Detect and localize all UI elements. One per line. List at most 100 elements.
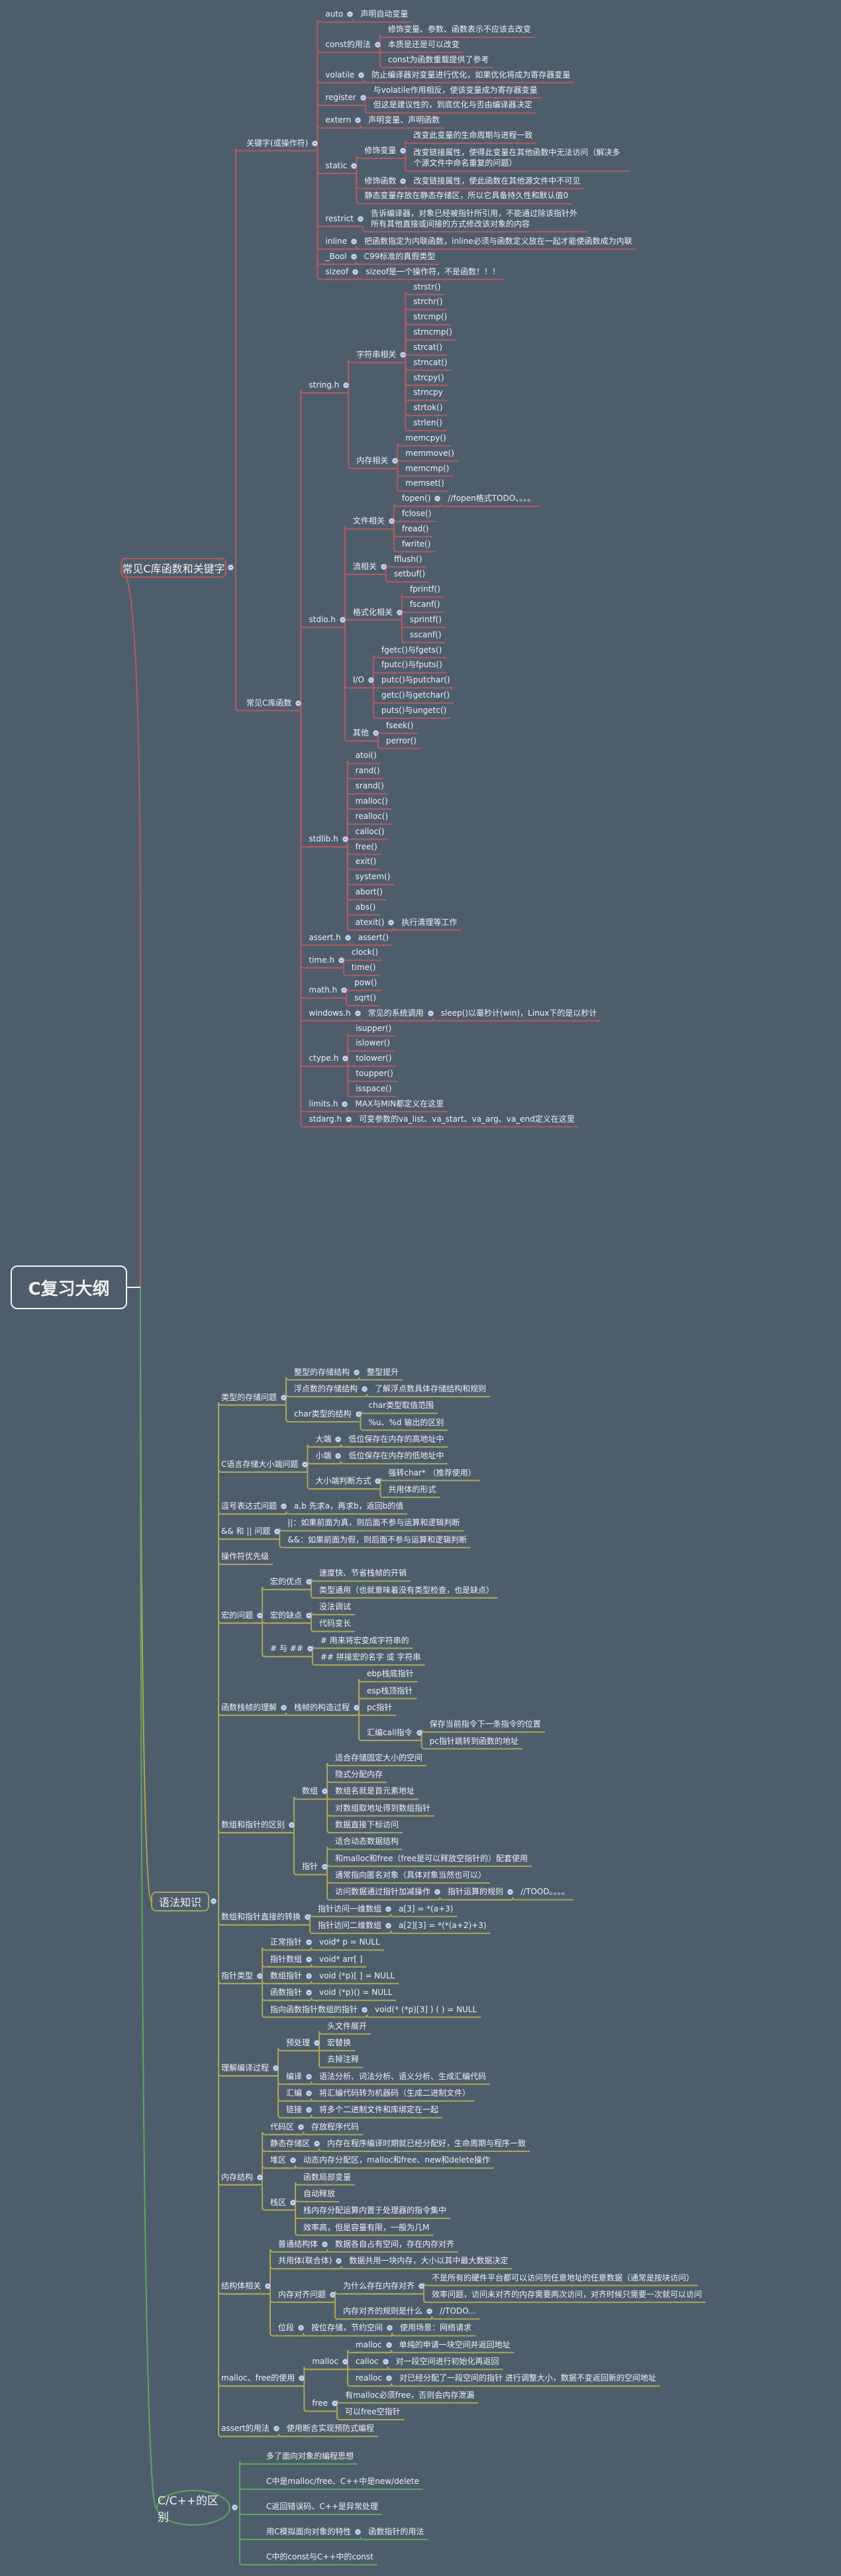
leaf-node[interactable]: 声明变量、声明函数 xyxy=(368,115,440,125)
topic-node[interactable]: 修饰函数 xyxy=(364,176,397,186)
leaf-node[interactable]: sqrt() xyxy=(354,993,377,1002)
leaf-node[interactable]: 速度快、节省栈帧的开销 xyxy=(319,1568,407,1578)
collapse-toggle-icon[interactable] xyxy=(350,238,357,244)
leaf-node[interactable]: &&：如果前面为假，则后面不参与运算和逻辑判断 xyxy=(287,1534,467,1544)
collapse-toggle-icon[interactable] xyxy=(354,1704,360,1711)
collapse-toggle-icon[interactable] xyxy=(273,2426,279,2432)
topic-node[interactable]: 访问数据通过指针加减操作 xyxy=(335,1887,431,1897)
leaf-node[interactable]: 效率高，但是容量有限，一般为几M xyxy=(303,2222,430,2232)
leaf-node[interactable]: void(* (*p)[3] ) ( ) = NULL xyxy=(375,2004,477,2014)
topic-node[interactable]: 数组 xyxy=(302,1786,319,1796)
topic-node[interactable]: 共用体(联合体) xyxy=(278,2256,332,2266)
leaf-node[interactable]: sscanf() xyxy=(409,629,442,639)
leaf-node[interactable]: fflush() xyxy=(393,554,422,564)
topic-node[interactable]: && 和 || 问题 xyxy=(221,1527,271,1536)
leaf-node[interactable]: strtok() xyxy=(413,403,443,413)
root-topic[interactable]: C复习大纲 xyxy=(11,1265,127,1309)
topic-node[interactable]: 理解编译过程 xyxy=(221,2063,270,2073)
collapse-toggle-icon[interactable] xyxy=(434,496,441,502)
leaf-node[interactable]: malloc() xyxy=(355,796,388,806)
collapse-toggle-icon[interactable] xyxy=(358,72,365,78)
topic-node[interactable]: 内存结构 xyxy=(221,2172,254,2182)
leaf-node[interactable]: 修饰变量、参数、函数表示不应该去改变 xyxy=(387,25,531,34)
leaf-node[interactable]: 效率问题，访问未对齐的内存需要两次访问，对齐时候只需要一次就可以访问 xyxy=(432,2289,703,2299)
leaf-node[interactable]: 和malloc和free（free是可以释放空指针的）配套使用 xyxy=(335,1853,528,1863)
leaf-node[interactable]: calloc() xyxy=(355,826,385,836)
leaf-node[interactable]: 对已经分配了一段空间的指针 进行调整大小，数据不变返回新的空间地址 xyxy=(399,2373,656,2383)
topic-node[interactable]: const的用法 xyxy=(325,40,371,50)
leaf-node[interactable]: 数据共用一块内存，大小以其中最大数据决定 xyxy=(349,2256,509,2266)
leaf-node[interactable]: pow() xyxy=(354,978,377,988)
leaf-node[interactable]: 使用场景：网络请求 xyxy=(400,2323,472,2333)
collapse-toggle-icon[interactable] xyxy=(396,609,403,616)
leaf-node[interactable]: fprintf() xyxy=(409,584,440,594)
leaf-node[interactable]: 将多个二进制文件和库绑定在一起 xyxy=(319,2105,439,2115)
leaf-node[interactable]: 但这是建议性的，到底优化与否由编译器决定 xyxy=(373,100,532,110)
leaf-node[interactable]: tolower() xyxy=(356,1053,392,1063)
topic-node[interactable]: 宏的缺点 xyxy=(270,1610,303,1620)
leaf-node[interactable]: strlen() xyxy=(413,418,442,428)
leaf-node[interactable]: 有malloc必须free，否则会内存泄漏 xyxy=(344,2390,475,2400)
leaf-node[interactable]: strncat() xyxy=(413,357,448,367)
collapse-toggle-icon[interactable] xyxy=(322,1864,328,1870)
topic-node[interactable]: 指针 xyxy=(302,1862,319,1872)
topic-node[interactable]: inline xyxy=(325,236,347,246)
leaf-node[interactable]: 可以free空指针 xyxy=(344,2407,401,2417)
topic-node[interactable]: limits.h xyxy=(309,1099,338,1108)
main-branch-topic[interactable]: C/C++的区别 xyxy=(156,2490,230,2526)
leaf-node[interactable]: //fopen格式TODO、。。。 xyxy=(448,494,536,504)
leaf-node[interactable]: 宏替换 xyxy=(327,2038,352,2048)
collapse-toggle-icon[interactable] xyxy=(388,919,395,926)
topic-node[interactable]: _Bool xyxy=(325,251,347,261)
leaf-node[interactable]: strncmp() xyxy=(413,327,452,337)
collapse-toggle-icon[interactable] xyxy=(344,934,351,941)
collapse-toggle-icon[interactable] xyxy=(314,2040,321,2047)
leaf-node[interactable]: 栈内存分配运算内置于处理器的指令集中 xyxy=(303,2206,447,2216)
topic-node[interactable]: stdio.h xyxy=(309,614,336,624)
collapse-toggle-icon[interactable] xyxy=(342,2359,348,2365)
collapse-toggle-icon[interactable] xyxy=(336,2258,342,2265)
leaf-node[interactable]: 对数组取地址得到数组指针 xyxy=(335,1803,431,1813)
topic-node[interactable]: 整型的存储结构 xyxy=(294,1367,350,1377)
collapse-toggle-icon[interactable] xyxy=(374,42,381,48)
leaf-node[interactable]: sleep()以毫秒计(win)，Linux下的是以秒计 xyxy=(440,1008,597,1018)
collapse-toggle-icon[interactable] xyxy=(347,11,354,18)
leaf-node[interactable]: void (*p)() = NULL xyxy=(319,1988,393,1998)
topic-node[interactable]: volatile xyxy=(325,70,355,80)
collapse-toggle-icon[interactable] xyxy=(355,2529,362,2535)
topic-node[interactable]: 常见的系统调用 xyxy=(368,1008,424,1018)
collapse-toggle-icon[interactable] xyxy=(330,2291,336,2298)
leaf-node[interactable]: 声明自动变量 xyxy=(360,9,409,19)
leaf-node[interactable]: ||：如果前面为真，则后面不参与运算和逻辑判断 xyxy=(287,1518,460,1528)
leaf-node[interactable]: 把函数指定为内联函数，inline必须与函数定义放在一起才能使函数成为内联 xyxy=(364,236,632,246)
topic-node[interactable]: 内存相关 xyxy=(356,456,389,466)
leaf-node[interactable]: 保存当前指令下一条指令的位置 xyxy=(429,1719,541,1729)
topic-node[interactable]: 栈区 xyxy=(270,2197,287,2207)
topic-node[interactable]: 指针运算的规则 xyxy=(448,1887,504,1897)
collapse-toggle-icon[interactable] xyxy=(306,2107,313,2114)
topic-node[interactable]: assert.h xyxy=(309,932,341,942)
collapse-toggle-icon[interactable] xyxy=(335,1453,342,1460)
collapse-toggle-icon[interactable] xyxy=(299,2375,305,2382)
collapse-toggle-icon[interactable] xyxy=(306,2090,313,2097)
collapse-toggle-icon[interactable] xyxy=(387,2325,393,2332)
leaf-node[interactable]: puts()与ungetc() xyxy=(381,705,447,715)
leaf-node[interactable]: //TOOD。。。。 xyxy=(520,1887,569,1897)
collapse-toggle-icon[interactable] xyxy=(335,1436,342,1442)
leaf-node[interactable]: 数据各自占有空间，存在内存对齐 xyxy=(335,2239,455,2249)
leaf-node[interactable]: memmove() xyxy=(405,448,454,458)
leaf-node[interactable]: void* p = NULL xyxy=(319,1937,380,1947)
leaf-node[interactable]: 适合存储固定大小的空间 xyxy=(335,1752,423,1762)
topic-node[interactable]: 数组和指针直接的转换 xyxy=(221,1912,301,1922)
leaf-node[interactable]: 整型提升 xyxy=(367,1367,399,1377)
collapse-toggle-icon[interactable] xyxy=(434,1889,441,1896)
collapse-toggle-icon[interactable] xyxy=(342,836,348,843)
leaf-node[interactable]: fwrite() xyxy=(401,539,431,549)
topic-node[interactable]: 汇编call指令 xyxy=(367,1727,413,1737)
leaf-node[interactable]: # 用来将宏变成字符串的 xyxy=(320,1635,409,1645)
leaf-node[interactable]: strchr() xyxy=(413,297,443,307)
collapse-toggle-icon[interactable] xyxy=(306,1579,313,1585)
topic-node[interactable]: malloc xyxy=(312,2357,338,2367)
topic-node[interactable]: 编译 xyxy=(286,2071,303,2081)
leaf-node[interactable]: islower() xyxy=(356,1038,390,1048)
